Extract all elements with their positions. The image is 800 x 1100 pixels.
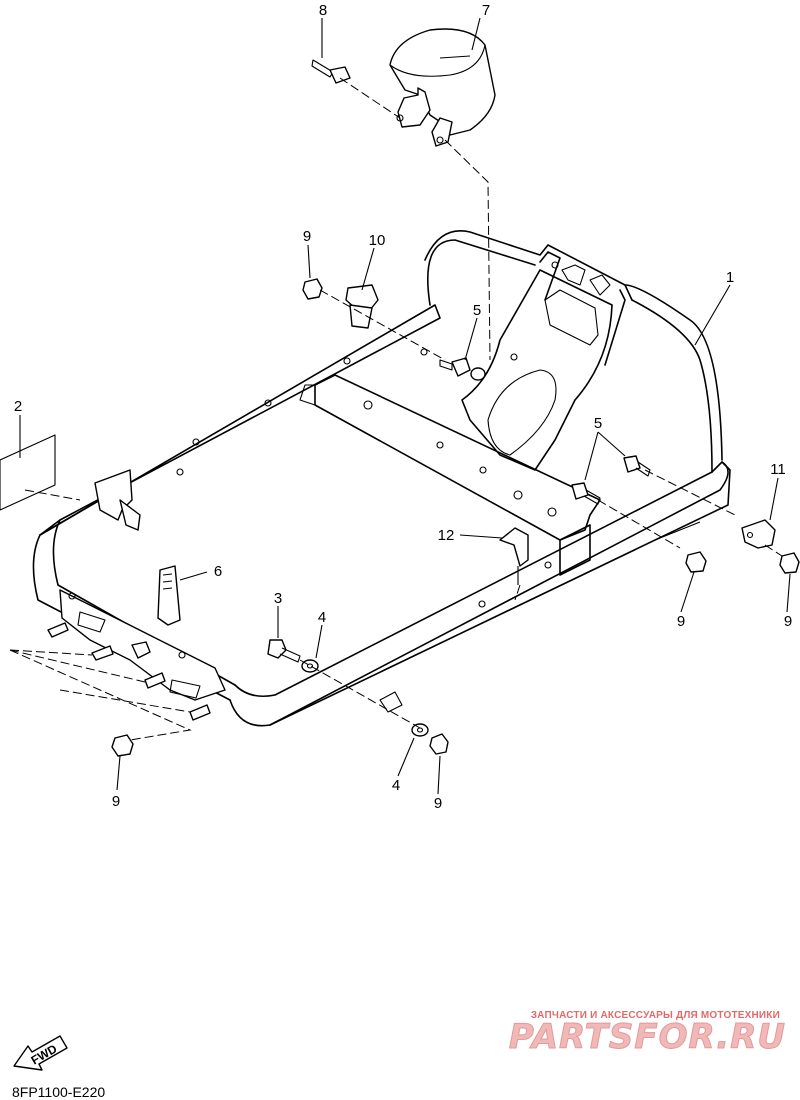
callout-4-upper: 4 (318, 609, 326, 626)
clip-pin (311, 59, 351, 84)
clamp-bracket-10 (345, 284, 379, 329)
fwd-arrow-icon: FWD (13, 1035, 68, 1071)
callout-9-right-mid: 9 (677, 613, 685, 630)
callout-7: 7 (482, 2, 490, 19)
seat-cushion (389, 28, 496, 147)
assembly-lines (9, 77, 783, 741)
watermark-tagline: ЗАПЧАСТИ И АКСЕССУАРЫ ДЛЯ МОТОТЕХНИКИ (531, 1010, 780, 1021)
callout-2: 2 (14, 398, 22, 415)
callout-9-top: 9 (303, 228, 311, 245)
callout-10: 10 (369, 232, 386, 249)
label-plate (0, 434, 56, 511)
clamp-bracket-11 (741, 519, 776, 549)
callout-9-left: 9 (112, 793, 120, 810)
bracket-12 (499, 527, 529, 585)
callout-3: 3 (274, 590, 282, 607)
fasteners (47, 278, 800, 757)
frame-assembly (32, 230, 731, 727)
watermark-brand: PARTSFOR.RU (509, 1017, 786, 1057)
callout-5-right: 5 (594, 415, 602, 432)
callout-11: 11 (770, 461, 786, 478)
callout-5-seat: 5 (473, 302, 481, 319)
diagram-code: 8FP1100-E220 (12, 1084, 105, 1100)
callout-numbers: 1 2 3 4 4 5 5 6 7 8 9 9 9 9 9 10 11 12 (14, 2, 792, 812)
callout-9-bottom: 9 (434, 795, 442, 812)
callout-4-lower: 4 (392, 777, 400, 794)
callout-12: 12 (438, 527, 455, 544)
callout-9-right: 9 (784, 613, 792, 630)
callout-8: 8 (319, 2, 327, 19)
leader-lines (19, 17, 791, 795)
holder-6 (157, 565, 181, 626)
callout-1: 1 (726, 269, 734, 286)
watermark: ЗАПЧАСТИ И АКСЕССУАРЫ ДЛЯ МОТОТЕХНИКИ PA… (508, 1010, 786, 1058)
callout-6: 6 (214, 563, 222, 580)
